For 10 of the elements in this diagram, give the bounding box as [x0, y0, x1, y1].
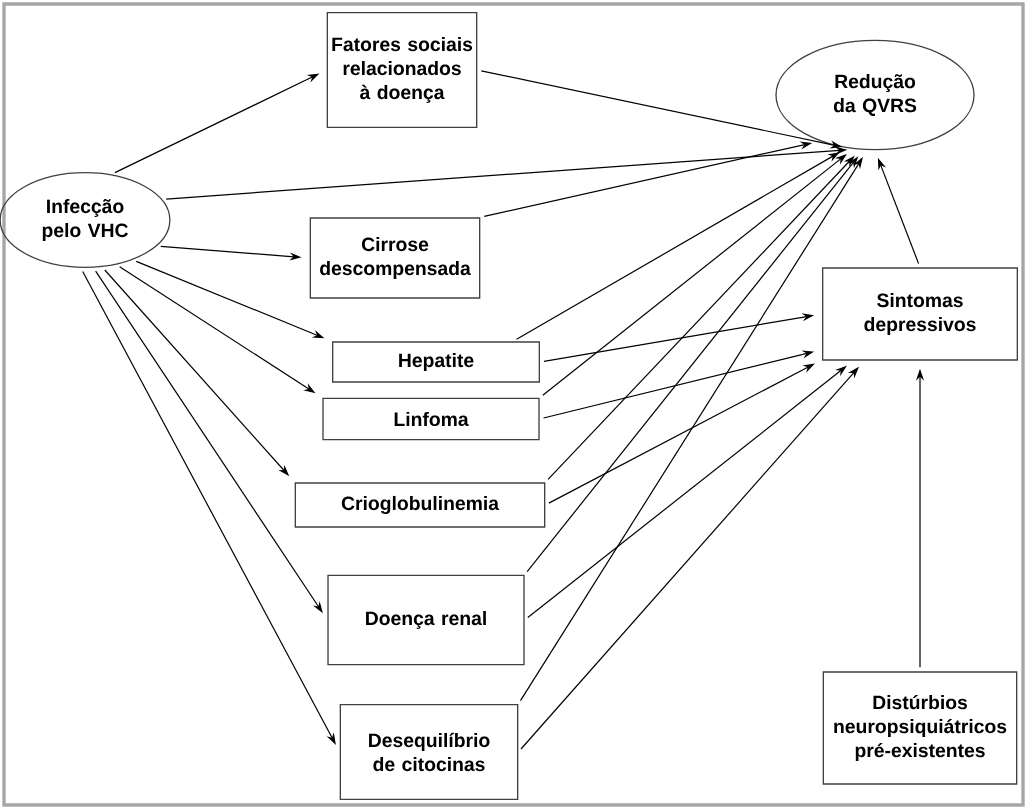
text-box: Fatores sociais relacionados à doença — [326, 12, 478, 128]
text-box: Crioglobulinemia — [294, 482, 546, 528]
text-box: Cirrose descompensada — [309, 217, 481, 299]
text-box: Distúrbios neuropsiquiátricos pré-existentes — [822, 671, 1018, 785]
text-box: Linfoma — [322, 397, 540, 441]
text-box: Desequilíbrio de citocinas — [339, 704, 519, 800]
text-box: Hepatite — [332, 341, 540, 383]
text-box: Doença renal — [327, 574, 525, 666]
ellipse-node: Redução da QVRS — [775, 39, 975, 151]
text-box: Sintomas depressivos — [822, 267, 1018, 361]
